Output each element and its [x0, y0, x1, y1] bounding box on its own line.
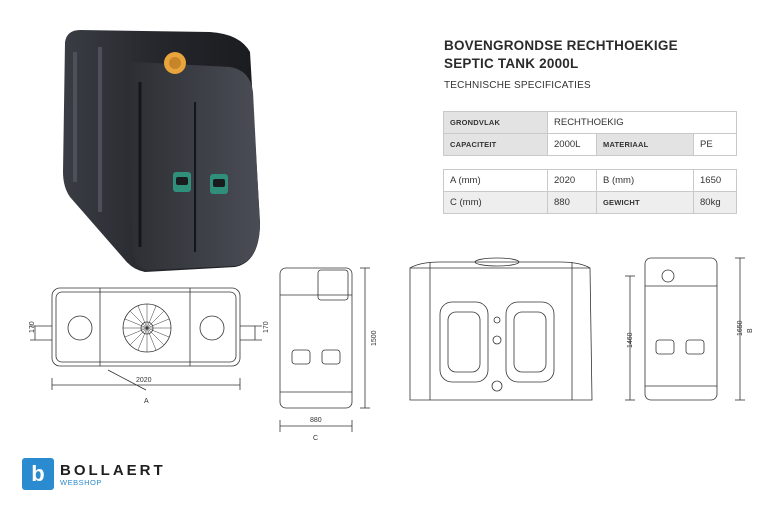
capaciteit-label: CAPACITEIT [443, 133, 548, 156]
b-value: 1650 [693, 169, 737, 192]
page-title-line-2: SEPTIC TANK 2000L [444, 56, 579, 71]
spec-table: GRONDVLAK RECHTHOEKIG CAPACITEIT 2000L M… [443, 111, 737, 156]
brand-webshop: WEBSHOP [60, 478, 102, 487]
b-label: B (mm) [596, 169, 694, 192]
end-view-drawing [625, 257, 745, 401]
brand-logo-mark: b [22, 458, 54, 490]
page-subtitle: TECHNISCHE SPECIFICATIES [444, 80, 591, 91]
top-view-label: A [144, 398, 149, 405]
side-view-label: C [313, 435, 318, 442]
top-view-width-dim: 2020 [136, 377, 152, 384]
materiaal-value: PE [693, 133, 737, 156]
gewicht-label: GEWICHT [596, 191, 694, 214]
side-view-width-dim: 880 [310, 417, 322, 424]
c-label: C (mm) [443, 191, 548, 214]
brand-name: BOLLAERT [60, 462, 166, 479]
materiaal-label: MATERIAAL [596, 133, 694, 156]
a-value: 2020 [547, 169, 597, 192]
capaciteit-value: 2000L [547, 133, 597, 156]
dimensions-table: A (mm) 2020 B (mm) 1650 C (mm) 880 GEWIC… [443, 169, 737, 214]
page-title-line-1: BOVENGRONDSE RECHTHOEKIGE [444, 38, 678, 53]
front-view-drawing [409, 257, 593, 401]
product-photo [63, 30, 260, 272]
a-label: A (mm) [443, 169, 548, 192]
front-view-height-dim: 1460 [627, 332, 634, 348]
grondvlak-label: GRONDVLAK [443, 111, 548, 134]
brand-logo-letter: b [31, 461, 45, 486]
technical-drawings: 2020 A 170 170 1500 880 C 1460 1650 B [29, 257, 754, 442]
gewicht-value: 80kg [693, 191, 737, 214]
front-view-label: B [747, 328, 754, 333]
top-view-drawing [30, 287, 262, 391]
front-view-total-height-dim: 1650 [737, 320, 744, 336]
side-view-height-dim: 1500 [371, 330, 378, 346]
top-view-left-dim: 170 [29, 321, 36, 333]
grondvlak-value: RECHTHOEKIG [547, 111, 737, 134]
side-view-drawing [279, 267, 370, 432]
c-value: 880 [547, 191, 597, 214]
top-view-right-dim: 170 [263, 321, 270, 333]
